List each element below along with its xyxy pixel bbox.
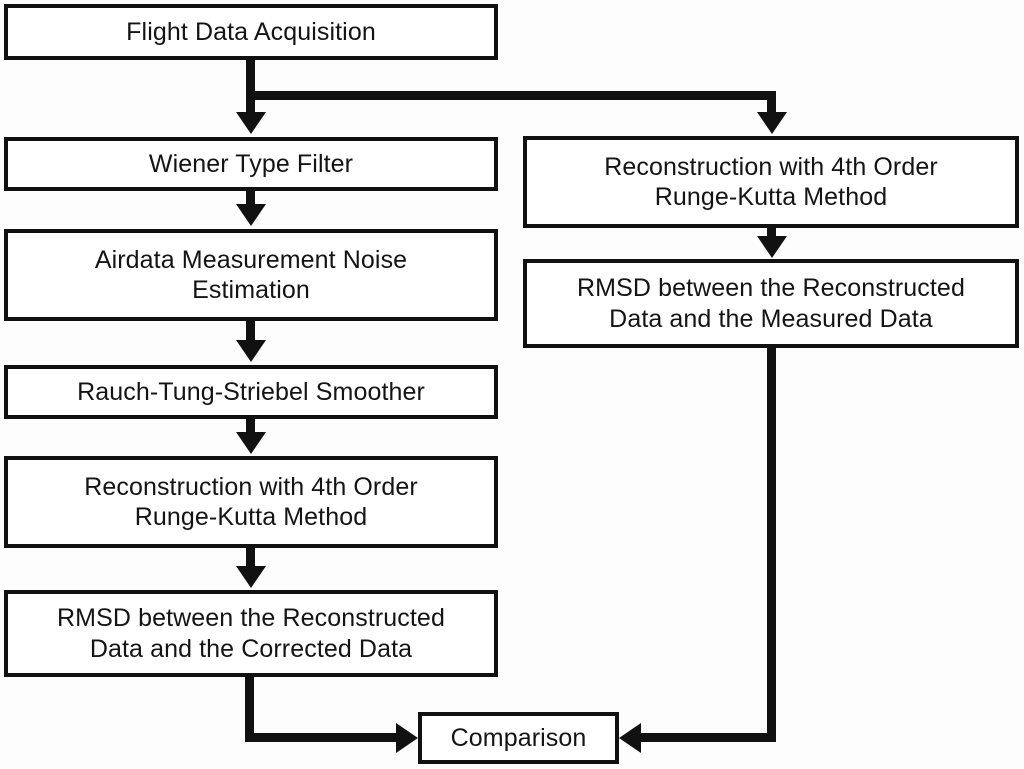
node-rmsd-reconstructed-vs-corrected[interactable]: RMSD between the Reconstructed Data and …: [4, 590, 498, 677]
edge-reconstruction-to-rmsd-left-arrowhead: [236, 566, 266, 588]
edge-rmsd-left-to-comparison-vertical: [245, 676, 254, 742]
node-reconstruction-runge-kutta-right[interactable]: Reconstruction with 4th Order Runge-Kutt…: [523, 136, 1019, 228]
node-label: Reconstruction with 4th Order Runge-Kutt…: [604, 152, 938, 212]
edge-wiener-to-airdata-stem: [246, 190, 255, 210]
node-airdata-measurement-noise-estimation[interactable]: Airdata Measurement Noise Estimation: [4, 229, 498, 321]
edge-reconstruction-right-to-rmsd-right-arrowhead: [757, 236, 787, 258]
node-rauch-tung-striebel-smoother[interactable]: Rauch-Tung-Striebel Smoother: [4, 365, 498, 419]
node-label: Airdata Measurement Noise Estimation: [94, 245, 408, 305]
edge-reconstruction-right-to-rmsd-right-stem: [767, 227, 776, 244]
edge-rmsd-right-to-comparison-arrowhead: [619, 723, 641, 753]
edge-acquisition-to-wiener-arrowhead: [236, 112, 266, 134]
edge-acquisition-branch-arrowhead: [757, 112, 787, 134]
node-label: Wiener Type Filter: [148, 149, 354, 178]
edge-rts-to-reconstruction-stem: [246, 418, 255, 440]
edge-rmsd-left-to-comparison-arrowhead: [396, 723, 418, 753]
edge-rmsd-right-to-comparison-horizontal: [637, 733, 776, 742]
node-comparison[interactable]: Comparison: [418, 712, 619, 764]
edge-acquisition-branch-vertical: [767, 91, 776, 118]
node-label: RMSD between the Reconstructed Data and …: [57, 604, 445, 663]
node-label: RMSD between the Reconstructed Data and …: [577, 274, 965, 333]
node-wiener-type-filter[interactable]: Wiener Type Filter: [4, 137, 498, 191]
edge-rts-to-reconstruction-arrowhead: [236, 432, 266, 454]
node-label: Rauch-Tung-Striebel Smoother: [77, 377, 425, 406]
edge-rmsd-right-to-comparison-vertical: [767, 347, 776, 738]
node-flight-data-acquisition[interactable]: Flight Data Acquisition: [4, 4, 498, 60]
edge-wiener-to-airdata-arrowhead: [236, 204, 266, 226]
node-reconstruction-runge-kutta-left[interactable]: Reconstruction with 4th Order Runge-Kutt…: [4, 456, 498, 548]
node-label: Comparison: [450, 723, 587, 752]
edge-rmsd-left-to-comparison-horizontal: [245, 733, 400, 742]
node-label: Reconstruction with 4th Order Runge-Kutt…: [84, 472, 418, 532]
node-label: Flight Data Acquisition: [126, 17, 376, 46]
edge-acquisition-branch-horizontal: [246, 91, 776, 100]
edge-reconstruction-to-rmsd-left-stem: [246, 547, 255, 573]
edge-acquisition-to-wiener-stem: [246, 58, 255, 118]
edge-airdata-to-rts-stem: [246, 320, 255, 348]
edge-airdata-to-rts-arrowhead: [236, 340, 266, 362]
node-rmsd-reconstructed-vs-measured[interactable]: RMSD between the Reconstructed Data and …: [523, 259, 1019, 348]
